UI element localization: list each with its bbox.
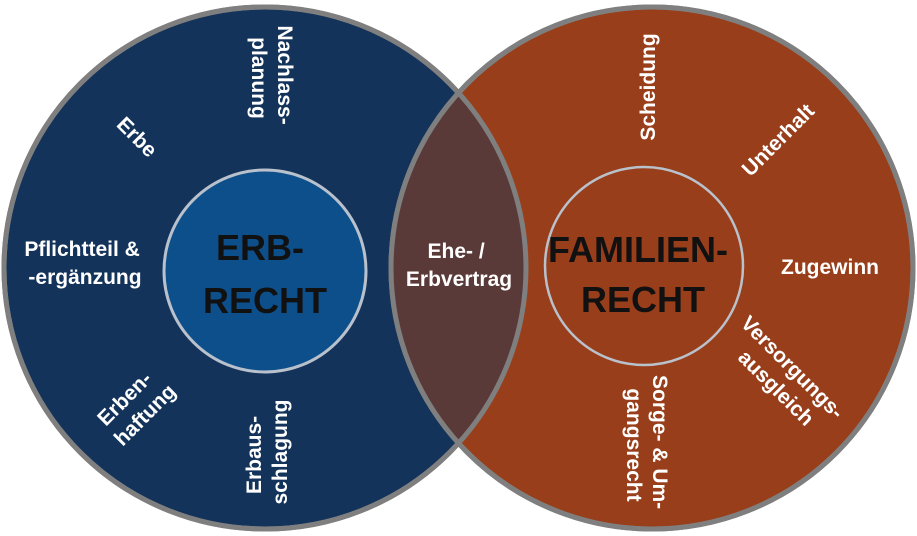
erbausschlagung-label: Erbaus- schlagung bbox=[243, 399, 292, 504]
ausschlag-line2: schlagung bbox=[269, 399, 292, 504]
pflichtteil-label: Pflichtteil & -ergänzung bbox=[24, 238, 145, 289]
nachlass-line2: planung bbox=[247, 37, 270, 119]
erbrecht-outline bbox=[1, 4, 529, 532]
svg-text:Nachlass- planung: Nachlass- planung bbox=[247, 25, 296, 130]
pflicht-line2: -ergänzung bbox=[28, 266, 141, 289]
erbrecht-title-line2: RECHT bbox=[203, 280, 327, 321]
erbrecht-inner-circle bbox=[162, 168, 368, 374]
svg-text:Scheidung: Scheidung bbox=[637, 33, 660, 140]
svg-text:Erbaus- schlagung: Erbaus- schlagung bbox=[243, 399, 292, 504]
sorge-line1: Sorge- & Um- bbox=[648, 375, 671, 509]
nachlass-line1: Nachlass- bbox=[273, 25, 296, 124]
familienrecht-inner-circle bbox=[543, 165, 745, 367]
sorge-umgangsrecht-label: Sorge- & Um- gangsrecht bbox=[622, 375, 671, 515]
scheidung-label: Scheidung bbox=[637, 33, 660, 140]
familienrecht-title: FAMILIEN- RECHT bbox=[548, 229, 738, 320]
erbrecht-title-line1: ERB- bbox=[216, 227, 304, 268]
zugewinn-label: Zugewinn bbox=[781, 256, 879, 279]
pflicht-line1: Pflichtteil & bbox=[24, 238, 140, 261]
familienrecht-outline bbox=[388, 4, 916, 532]
familienrecht-title-line2: RECHT bbox=[581, 279, 705, 320]
ausschlag-line1: Erbaus- bbox=[243, 416, 266, 494]
familienrecht-title-line1: FAMILIEN- bbox=[548, 229, 728, 270]
overlap-line1: Ehe- / bbox=[427, 240, 484, 263]
erbrecht-title: ERB- RECHT bbox=[203, 227, 327, 321]
sorge-line2: gangsrecht bbox=[622, 388, 645, 501]
overlap-line2: Erbvertrag bbox=[406, 268, 512, 291]
ehe-erbvertrag-label: Ehe- / Erbvertrag bbox=[406, 240, 512, 291]
svg-text:Sorge- & Um- gangsrecht: Sorge- & Um- gangsrecht bbox=[622, 375, 671, 515]
nachlassplanung-label: Nachlass- planung bbox=[247, 25, 296, 130]
